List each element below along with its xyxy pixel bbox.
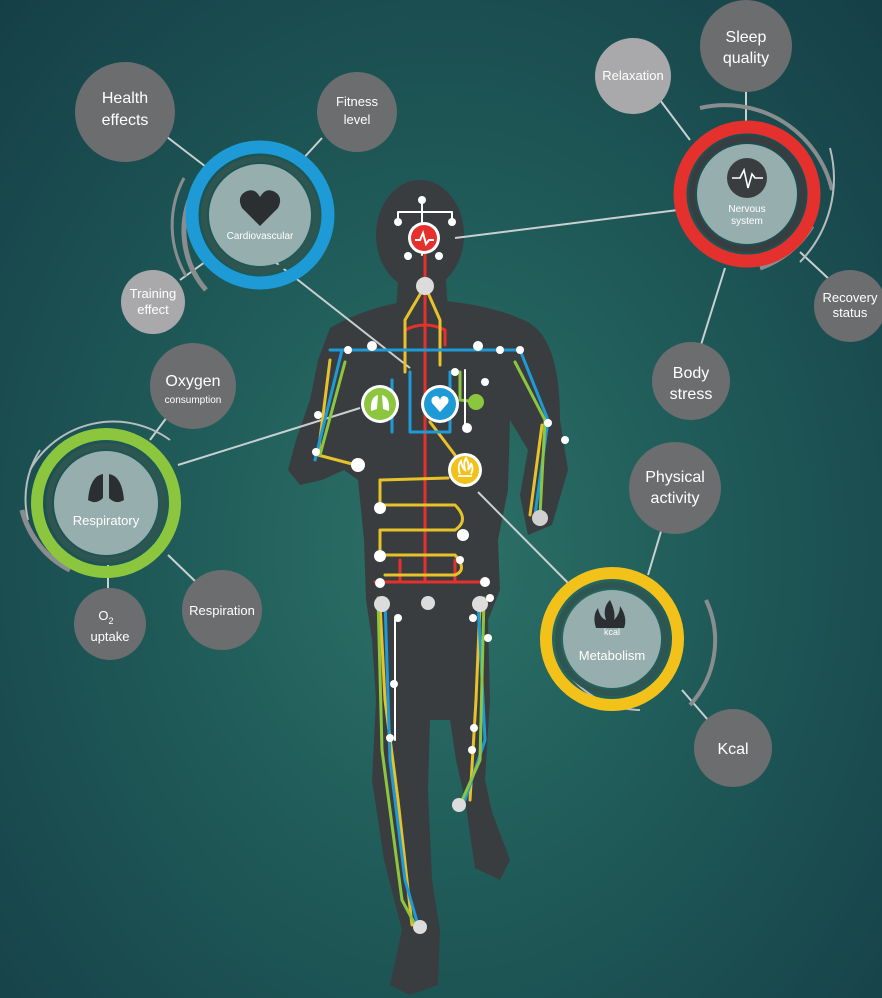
fitness-level-bubble: Fitness level: [317, 72, 397, 152]
o2-subscript: 2: [109, 616, 114, 626]
o2-uptake-line2: uptake: [90, 629, 129, 644]
physical-activity-line2: activity: [651, 490, 700, 507]
cardiovascular-title: Cardiovascular: [227, 231, 294, 242]
nervous-title-line1: Nervous: [728, 204, 765, 215]
o2-letter: O: [98, 608, 108, 623]
heart-node: [421, 385, 459, 423]
recovery-status-line1: Recovery: [823, 290, 878, 305]
heart-icon: [239, 190, 281, 226]
relaxation-bubble: Relaxation: [595, 38, 671, 114]
sleep-quality-bubble: Sleep quality: [700, 0, 792, 92]
physical-activity-line1: Physical: [645, 469, 705, 486]
body-stress-line1: Body: [673, 365, 709, 382]
oxygen-consumption-line2: consumption: [165, 395, 222, 406]
sleep-quality-line1: Sleep: [726, 29, 767, 46]
training-effect-bubble: Training effect: [121, 270, 185, 334]
route-stations: [312, 196, 569, 934]
nervous-system-hub: Nervous system: [673, 103, 835, 271]
fitness-level-line1: Fitness: [336, 94, 378, 109]
sleep-quality-line2: quality: [723, 50, 769, 67]
training-effect-line1: Training: [130, 286, 176, 301]
metabolism-title: Metabolism: [579, 648, 645, 663]
runner-silhouette: [288, 180, 568, 995]
lungs-node: [361, 385, 399, 423]
recovery-status-line2: status: [833, 305, 868, 320]
oxygen-consumption-line1: Oxygen: [165, 373, 220, 390]
flame-kcal-icon: [594, 600, 626, 628]
recovery-status-bubble: Recovery status: [814, 270, 882, 342]
respiratory-hub: Respiratory: [19, 420, 181, 578]
lungs-icon: [88, 474, 124, 503]
health-effects-line2: effects: [102, 112, 149, 129]
respiratory-title: Respiratory: [73, 513, 140, 528]
nervous-title-line2: system: [731, 216, 763, 227]
metabolism-icon-kcal: kcal: [604, 627, 620, 637]
body-stress-bubble: Body stress: [652, 342, 730, 420]
fitness-level-line2: level: [344, 112, 371, 127]
heartbeat-icon: [732, 167, 763, 189]
health-effects-bubble: Health effects: [75, 62, 175, 162]
metabolism-node: [448, 453, 482, 487]
oxygen-consumption-bubble: Oxygen consumption: [150, 343, 236, 429]
body-stress-line2: stress: [670, 386, 713, 403]
respiration-label: Respiration: [189, 603, 255, 618]
cardiovascular-hub: Cardiovascular: [170, 140, 335, 292]
kcal-bubble: Kcal: [694, 709, 772, 787]
respiration-bubble: Respiration: [182, 570, 262, 650]
relaxation-label: Relaxation: [602, 68, 663, 83]
kcal-label: Kcal: [717, 741, 748, 758]
training-effect-line2: effect: [137, 302, 169, 317]
o2-uptake-line1: O2: [98, 608, 113, 626]
physical-activity-bubble: Physical activity: [629, 442, 721, 534]
metabolism-hub: kcal Metabolism: [540, 567, 718, 711]
health-effects-line1: Health: [102, 90, 148, 107]
brain-node: [408, 222, 440, 254]
o2-uptake-bubble: O2 uptake: [74, 588, 146, 660]
route-green: [318, 360, 547, 932]
